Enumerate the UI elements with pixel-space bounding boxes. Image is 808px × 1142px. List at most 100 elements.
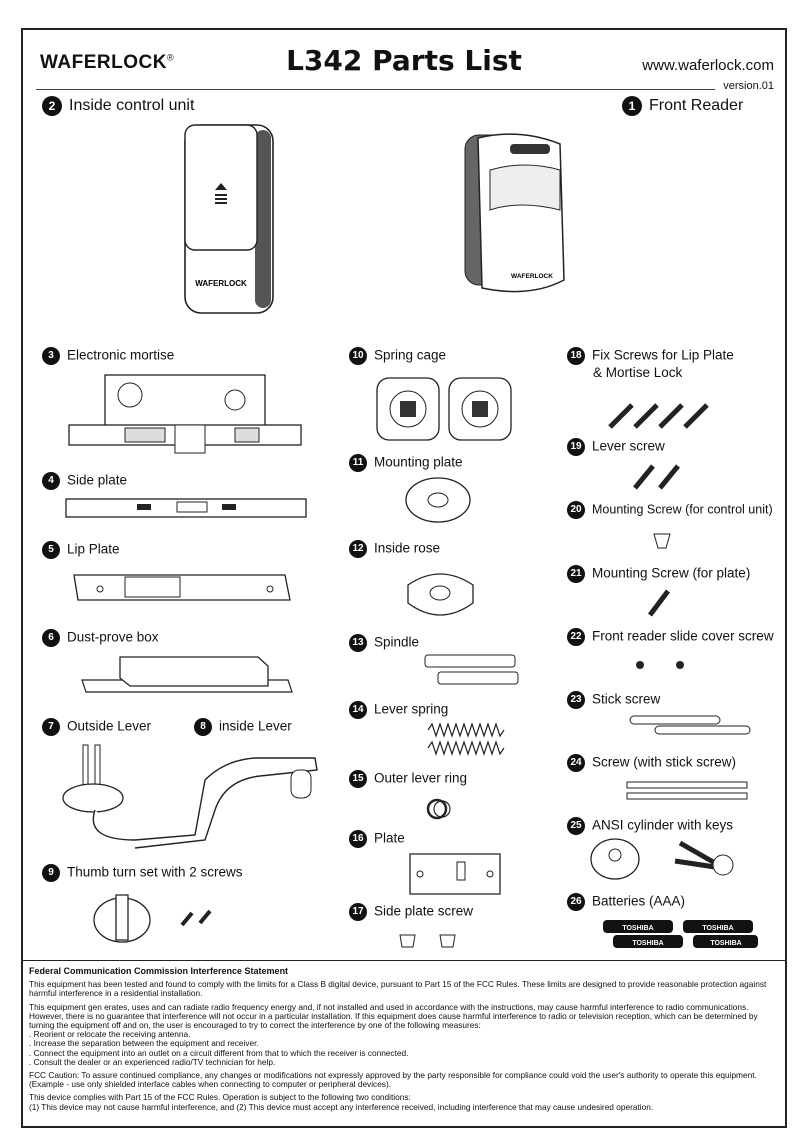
- part-label-6: 6 Dust-prove box: [42, 629, 159, 647]
- waferlock-logo: WAFERLOCK®: [40, 52, 174, 74]
- fcc-paragraph: (1) This device may not cause harmful in…: [29, 1101, 654, 1112]
- page-frame: [21, 28, 787, 1128]
- electronic-mortise-image: [68, 374, 302, 454]
- part-label-14: 14 Lever spring: [349, 701, 448, 719]
- part-number-badge: 12: [349, 540, 367, 558]
- part-name: Lever spring: [374, 701, 449, 717]
- fcc-paragraph: This equipment has been tested and found…: [29, 979, 767, 999]
- part-label-18: 18 Fix Screws for Lip Plate & Mortise Lock: [567, 347, 734, 381]
- fcc-measure: . Connect the equipment into an outlet o…: [29, 1047, 409, 1058]
- side-plate-screw-image: [399, 934, 456, 948]
- part-name: Front reader slide cover screw: [592, 628, 774, 644]
- part-name: Spindle: [374, 634, 420, 650]
- part-name: Outer lever ring: [374, 770, 468, 786]
- part-name: Mounting Screw (for plate): [592, 565, 751, 581]
- part-label-2: 2 Inside control unit: [42, 96, 194, 116]
- mounting-screw-control-image: [653, 533, 671, 549]
- part-number-badge: 7: [42, 718, 60, 736]
- part-number-badge: 3: [42, 347, 60, 365]
- inside-rose-image: [407, 573, 474, 616]
- battery-brand-text: TOSHIBA: [632, 940, 663, 947]
- plate-image: [409, 853, 501, 895]
- part-number-badge: 2: [42, 96, 62, 116]
- outer-lever-ring-image: [426, 798, 451, 820]
- part-label-16: 16 Plate: [349, 830, 405, 848]
- part-name: Stick screw: [592, 691, 661, 707]
- part-number-badge: 18: [567, 347, 585, 365]
- part-label-12: 12 Inside rose: [349, 540, 440, 558]
- part-name: Plate: [374, 830, 405, 846]
- mounting-plate-image: [405, 477, 471, 523]
- lever-set-image: [62, 744, 318, 849]
- part-label-15: 15 Outer lever ring: [349, 770, 467, 788]
- part-name: Fix Screws for Lip Plate: [592, 347, 734, 363]
- part-label-24: 24 Screw (with stick screw): [567, 754, 736, 772]
- version-label: version.01: [723, 80, 774, 92]
- front-reader-image: WAFERLOCK: [464, 133, 565, 293]
- part-label-13: 13 Spindle: [349, 634, 419, 652]
- part-number-badge: 10: [349, 347, 367, 365]
- part-label-19: 19 Lever screw: [567, 438, 665, 456]
- fcc-measure: . Increase the separation between the eq…: [29, 1038, 259, 1049]
- part-number-badge: 6: [42, 629, 60, 647]
- part-name: Outside Lever: [67, 718, 152, 734]
- part-name: Screw (with stick screw): [592, 754, 737, 770]
- part-number-badge: 4: [42, 472, 60, 490]
- side-plate-image: [65, 498, 307, 518]
- part-label-4: 4 Side plate: [42, 472, 127, 490]
- mounting-screw-plate-image: [648, 589, 670, 617]
- fcc-statement: Federal Communication Commission Interfe…: [22, 960, 786, 1112]
- dust-prove-box-image: [81, 656, 293, 693]
- part-name: Inside rose: [374, 540, 441, 556]
- part-number-badge: 25: [567, 817, 585, 835]
- part-number-badge: 21: [567, 565, 585, 583]
- part-name: Dust-prove box: [67, 629, 159, 645]
- lever-spring-image: [427, 722, 505, 756]
- part-number-badge: 5: [42, 541, 60, 559]
- part-number-badge: 19: [567, 438, 585, 456]
- part-name: Spring cage: [374, 347, 447, 363]
- fcc-heading: Federal Communication Commission Interfe…: [29, 966, 289, 976]
- part-label-3: 3 Electronic mortise: [42, 347, 174, 365]
- fix-screws-image: [608, 403, 709, 429]
- page-title: L342 Parts List: [286, 44, 522, 77]
- part-name: Lever screw: [592, 438, 665, 454]
- part-number-badge: 16: [349, 830, 367, 848]
- part-name: Mounting Screw (for control unit): [592, 502, 773, 517]
- battery-brand-text: TOSHIBA: [622, 925, 653, 932]
- part-label-21: 21 Mounting Screw (for plate): [567, 565, 750, 583]
- logo-text: WAFERLOCK: [40, 52, 167, 73]
- batteries-image: TOSHIBA TOSHIBA TOSHIBA TOSHIBA: [603, 920, 758, 948]
- part-number-badge: 23: [567, 691, 585, 709]
- part-number-badge: 24: [567, 754, 585, 772]
- website-url: www.waferlock.com: [642, 57, 774, 74]
- fcc-measure: . Consult the dealer or an experienced r…: [29, 1056, 276, 1067]
- part-number-badge: 11: [349, 454, 367, 472]
- part-label-7: 7 Outside Lever: [42, 718, 151, 736]
- part-number-badge: 13: [349, 634, 367, 652]
- part-number-badge: 26: [567, 893, 585, 911]
- part-name: Side plate screw: [374, 903, 474, 919]
- screw-with-stick-image: [626, 781, 748, 800]
- part-name: Inside control unit: [69, 97, 195, 115]
- unit-brand-text: WAFERLOCK: [195, 279, 247, 288]
- part-name: Electronic mortise: [67, 347, 175, 363]
- part-name-line2: & Mortise Lock: [593, 365, 683, 380]
- part-number-badge: 15: [349, 770, 367, 788]
- reader-brand-text: WAFERLOCK: [511, 273, 553, 280]
- part-name: ANSI cylinder with keys: [592, 817, 734, 833]
- part-label-10: 10 Spring cage: [349, 347, 446, 365]
- part-label-23: 23 Stick screw: [567, 691, 660, 709]
- slide-cover-screw-image: [636, 661, 684, 669]
- part-name: Side plate: [67, 472, 128, 488]
- battery-brand-text: TOSHIBA: [702, 925, 733, 932]
- part-number-badge: 8: [194, 718, 212, 736]
- header-rule: [36, 89, 715, 90]
- part-label-25: 25 ANSI cylinder with keys: [567, 817, 733, 835]
- fcc-caution: FCC Caution: To assure continued complia…: [29, 1070, 757, 1090]
- part-number-badge: 14: [349, 701, 367, 719]
